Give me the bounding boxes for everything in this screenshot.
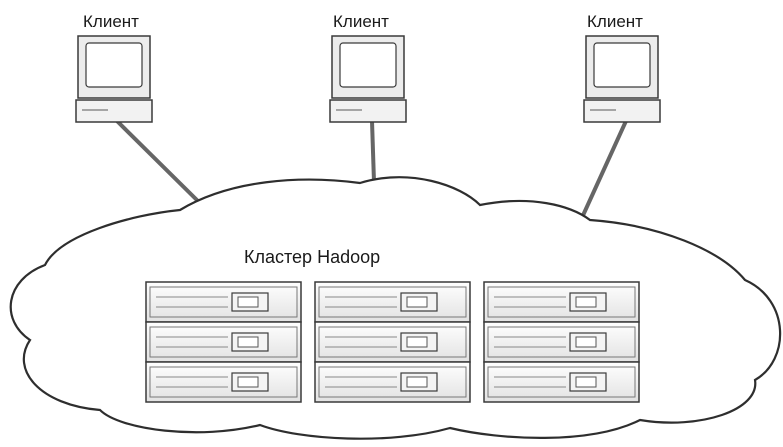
computer-monitor-icon: [329, 35, 407, 123]
link-client-2: [370, 120, 376, 183]
client-computer-3: [583, 35, 661, 123]
rack-server-icon: [145, 361, 302, 403]
rack-server-icon: [145, 321, 302, 363]
server-node-r1-c3: [483, 281, 640, 323]
client-links: [115, 119, 628, 223]
server-node-r2-c2: [314, 321, 471, 363]
client-computer-1: [75, 35, 153, 123]
link-client-1: [115, 119, 209, 212]
cluster-label: Кластер Hadoop: [244, 247, 380, 267]
client-label-3: Клиент: [587, 12, 643, 31]
rack-server-icon: [145, 281, 302, 323]
server-node-r3-c3: [483, 361, 640, 403]
server-node-r3-c2: [314, 361, 471, 403]
link-client-3: [578, 120, 628, 223]
computer-monitor-icon: [583, 35, 661, 123]
server-node-r3-c1: [145, 361, 302, 403]
rack-server-icon: [483, 361, 640, 403]
rack-server-icon: [483, 281, 640, 323]
rack-server-icon: [314, 321, 471, 363]
client-label-1: Клиент: [83, 12, 139, 31]
server-node-r2-c3: [483, 321, 640, 363]
computer-monitor-icon: [75, 35, 153, 123]
server-node-r1-c1: [145, 281, 302, 323]
client-label-2: Клиент: [333, 12, 389, 31]
rack-server-icon: [314, 281, 471, 323]
rack-server-icon: [483, 321, 640, 363]
client-computer-2: [329, 35, 407, 123]
server-node-r2-c1: [145, 321, 302, 363]
server-node-r1-c2: [314, 281, 471, 323]
rack-server-icon: [314, 361, 471, 403]
